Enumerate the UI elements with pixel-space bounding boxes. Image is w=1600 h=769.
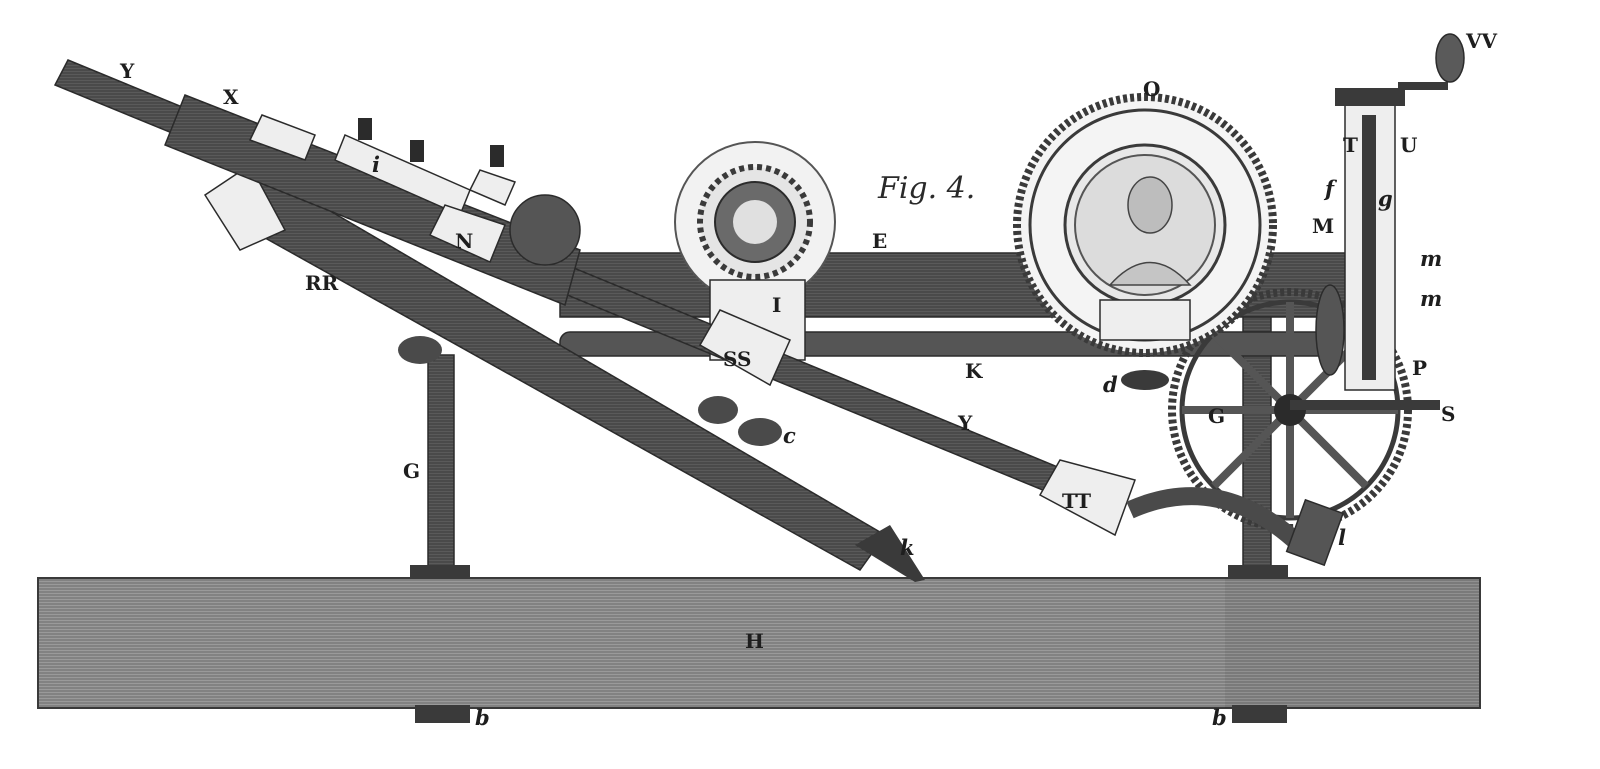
label-rr: RR	[305, 271, 339, 295]
label-t: T	[1343, 133, 1358, 157]
label-b-left: b	[475, 705, 490, 730]
label-y-top: Y	[119, 59, 135, 83]
label-o: O	[1143, 77, 1160, 101]
label-tt: TT	[1062, 489, 1091, 513]
screw-frame	[1335, 82, 1448, 391]
crank-handle-icon	[1435, 33, 1465, 83]
label-g-left: G	[403, 459, 420, 483]
figure-caption: Fig. 4.	[877, 171, 975, 206]
label-m-upper: M	[1312, 214, 1334, 238]
label-l: l	[1338, 525, 1346, 550]
slider-block-upper	[248, 114, 517, 216]
label-m-small-upper: m	[1420, 246, 1442, 271]
label-k-small: k	[900, 535, 915, 560]
label-g-right: G	[1208, 404, 1225, 428]
label-h: H	[745, 629, 764, 653]
label-n: N	[455, 229, 473, 253]
base-plank	[37, 577, 1481, 723]
label-e: E	[872, 229, 887, 253]
block-n	[428, 194, 581, 266]
label-vv: VV	[1465, 29, 1498, 53]
block-tt	[1038, 459, 1344, 567]
label-i-upper: I	[772, 293, 781, 317]
diagonal-arm-rr	[203, 163, 925, 582]
label-x: X	[223, 85, 239, 109]
label-ss: SS	[723, 347, 751, 371]
small-medallion-wheel	[674, 141, 836, 361]
label-b-right: b	[1212, 705, 1227, 730]
label-s: S	[1441, 402, 1455, 426]
label-d: d	[1103, 372, 1118, 397]
label-k: K	[965, 359, 983, 383]
label-u: U	[1400, 133, 1417, 157]
labels: Fig. 4. Y X i N RR G SS c I E K Y k TT O…	[119, 29, 1498, 730]
label-p: P	[1412, 356, 1427, 380]
medallion-gear	[1013, 93, 1277, 390]
label-i: i	[372, 152, 380, 177]
left-support-column	[398, 336, 470, 579]
label-f: f	[1323, 176, 1338, 201]
label-g-small: g	[1378, 186, 1393, 211]
label-m-small-lower: m	[1420, 286, 1442, 311]
label-c: c	[783, 423, 796, 448]
label-y-mid: Y	[957, 411, 973, 435]
block-ss	[698, 309, 791, 446]
pulley-disc	[1290, 284, 1440, 410]
